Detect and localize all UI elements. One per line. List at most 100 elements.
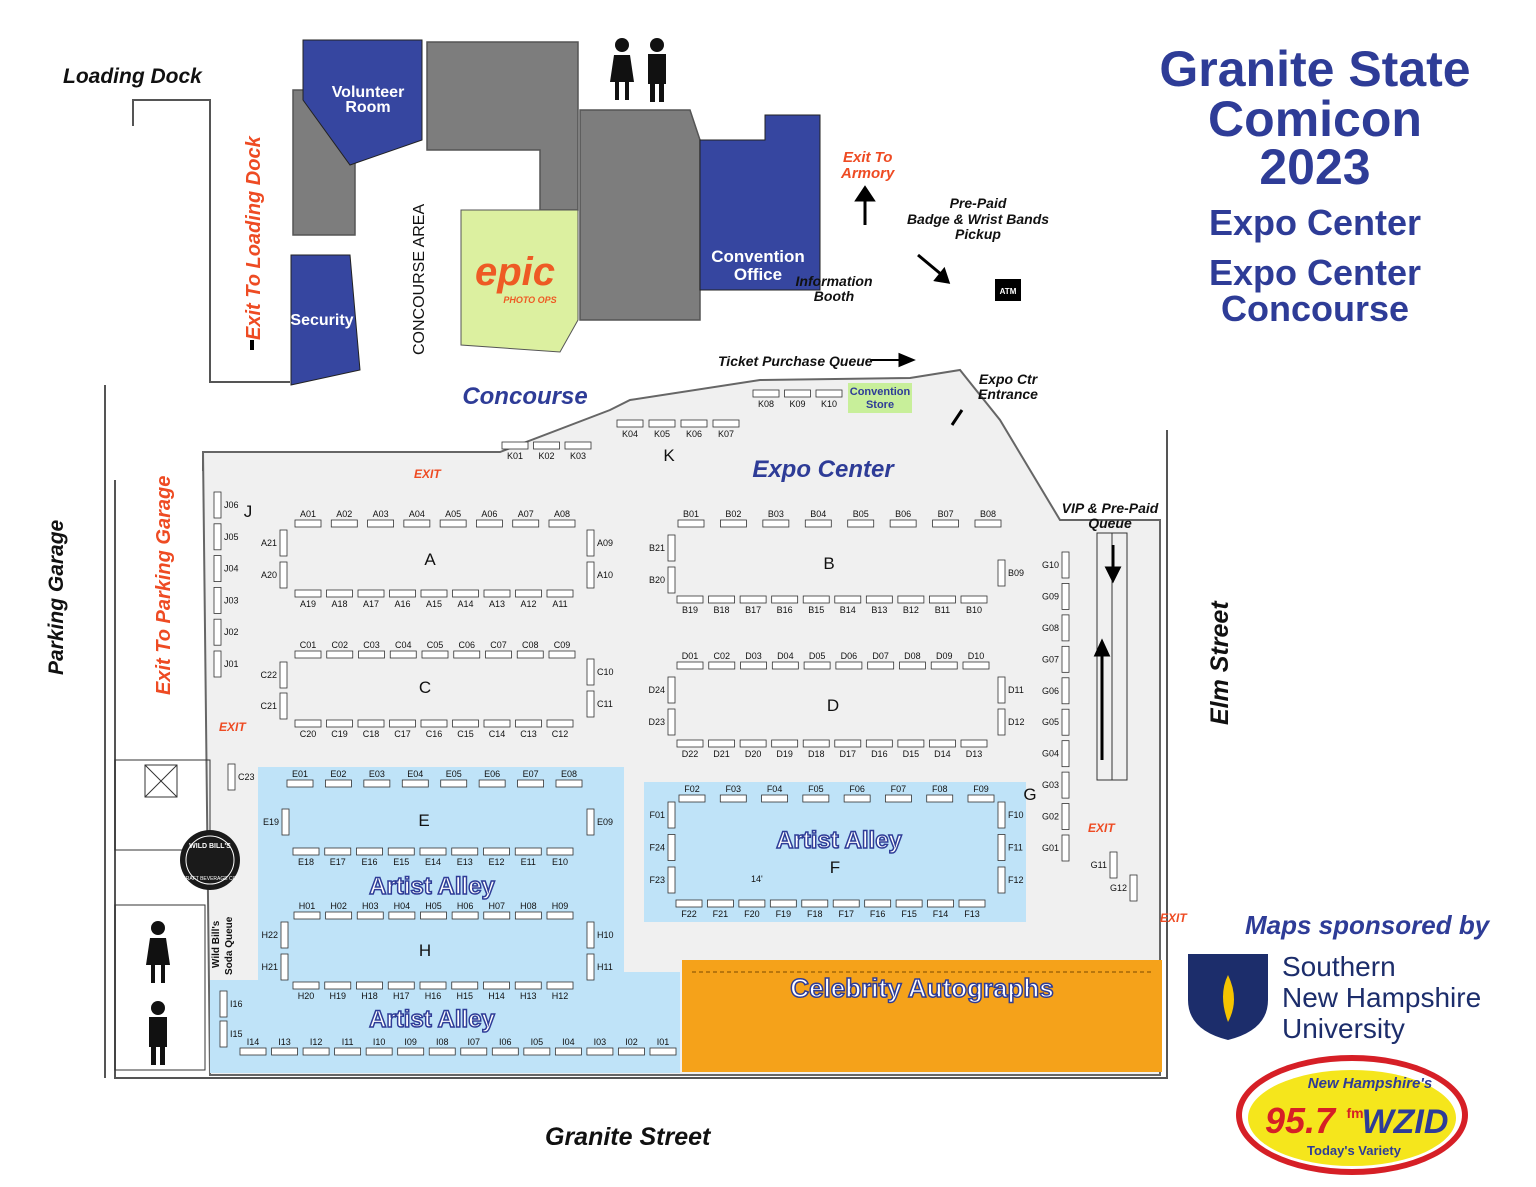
booth-b19[interactable]: B19 (676, 595, 704, 615)
booth-b07[interactable]: B07 (932, 509, 959, 528)
booth-h18[interactable]: H18 (356, 981, 383, 1001)
booth-h16[interactable]: H16 (419, 981, 447, 1001)
booth-d18[interactable]: D18 (802, 739, 830, 759)
booth-h04[interactable]: H04 (388, 901, 416, 920)
booth-e11[interactable]: E11 (514, 847, 542, 867)
booth-i15[interactable]: I15 (219, 1020, 243, 1048)
booth-b04[interactable]: B04 (804, 509, 832, 528)
booth-f11[interactable]: F11 (997, 834, 1023, 861)
booth-h11[interactable]: H11 (586, 953, 613, 981)
booth-i11[interactable]: I11 (334, 1037, 362, 1056)
exit-label-right[interactable]: EXIT (1088, 821, 1116, 835)
booth-e15[interactable]: E15 (387, 847, 415, 867)
booth-f18[interactable]: F18 (801, 899, 829, 919)
booth-d12[interactable]: D12 (997, 708, 1025, 736)
booth-d22[interactable]: D22 (676, 739, 704, 759)
booth-f15[interactable]: F15 (895, 899, 923, 919)
booth-f23[interactable]: F23 (649, 866, 676, 894)
booth-i16[interactable]: I16 (219, 990, 243, 1018)
booth-k04[interactable]: K04 (616, 419, 644, 439)
booth-e03[interactable]: E03 (363, 769, 391, 788)
booth-c12[interactable]: C12 (546, 719, 574, 739)
booth-a16[interactable]: A16 (389, 589, 416, 609)
booth-b10[interactable]: B10 (960, 595, 988, 615)
booth-j06[interactable]: J06 (213, 491, 239, 519)
booth-i04[interactable]: I04 (554, 1037, 582, 1056)
booth-b11[interactable]: B11 (929, 595, 956, 615)
booth-c01[interactable]: C01 (294, 640, 322, 659)
booth-g02[interactable]: G02 (1042, 803, 1070, 830)
booth-j01[interactable]: J01 (213, 650, 239, 678)
booth-c03[interactable]: C03 (358, 640, 385, 659)
booth-i02[interactable]: I02 (618, 1037, 645, 1056)
exit-label-corner[interactable]: EXIT (1160, 911, 1188, 925)
booth-d14[interactable]: D14 (929, 739, 956, 759)
booth-b17[interactable]: B17 (739, 595, 767, 615)
booth-d21[interactable]: D21 (708, 739, 735, 759)
booth-a21[interactable]: A21 (261, 529, 288, 557)
booth-f08[interactable]: F08 (926, 784, 954, 803)
booth-k07[interactable]: K07 (712, 419, 740, 439)
booth-g12[interactable]: G12 (1110, 874, 1138, 902)
booth-a15[interactable]: A15 (420, 589, 448, 609)
booth-a20[interactable]: A20 (261, 561, 288, 589)
booth-g11[interactable]: G11 (1091, 851, 1118, 879)
booth-d20[interactable]: D20 (739, 739, 767, 759)
booth-f03[interactable]: F03 (719, 784, 747, 803)
booth-j04[interactable]: J04 (213, 555, 239, 582)
booth-b15[interactable]: B15 (802, 595, 830, 615)
booth-g06[interactable]: G06 (1042, 677, 1070, 705)
booth-h15[interactable]: H15 (451, 981, 479, 1001)
booth-h12[interactable]: H12 (546, 981, 574, 1001)
booth-c02[interactable]: C02 (708, 651, 736, 670)
booth-c15[interactable]: C15 (452, 719, 479, 739)
booth-d23[interactable]: D23 (648, 708, 676, 736)
booth-j05[interactable]: J05 (213, 523, 239, 551)
booth-a19[interactable]: A19 (294, 589, 322, 609)
exit-label-left[interactable]: EXIT (219, 720, 247, 734)
booth-b12[interactable]: B12 (897, 595, 925, 615)
booth-h01[interactable]: H01 (293, 901, 321, 920)
booth-a09[interactable]: A09 (586, 529, 613, 557)
booth-i03[interactable]: I03 (586, 1037, 614, 1056)
booth-d05[interactable]: D05 (803, 651, 831, 670)
booth-d10[interactable]: D10 (962, 651, 990, 670)
booth-a12[interactable]: A12 (515, 589, 542, 609)
booth-e01[interactable]: E01 (286, 769, 314, 788)
booth-e08[interactable]: E08 (555, 769, 583, 788)
booth-e13[interactable]: E13 (451, 847, 479, 867)
booth-f02[interactable]: F02 (678, 784, 706, 803)
booth-d04[interactable]: D04 (771, 651, 799, 670)
booth-c19[interactable]: C19 (326, 719, 353, 739)
booth-b20[interactable]: B20 (649, 566, 676, 594)
booth-f12[interactable]: F12 (997, 866, 1024, 894)
booth-f17[interactable]: F17 (832, 899, 860, 919)
booth-b01[interactable]: B01 (677, 509, 705, 528)
booth-k03[interactable]: K03 (564, 441, 592, 461)
booth-f22[interactable]: F22 (675, 899, 703, 919)
booth-k08[interactable]: K08 (752, 389, 780, 409)
booth-e04[interactable]: E04 (401, 769, 429, 788)
booth-g01[interactable]: G01 (1042, 834, 1070, 862)
booth-h02[interactable]: H02 (325, 901, 353, 920)
booth-g07[interactable]: G07 (1042, 645, 1070, 673)
booth-b08[interactable]: B08 (974, 509, 1002, 528)
booth-b18[interactable]: B18 (708, 595, 735, 615)
booth-e14[interactable]: E14 (419, 847, 447, 867)
booth-e10[interactable]: E10 (546, 847, 574, 867)
booth-a17[interactable]: A17 (357, 589, 385, 609)
booth-f06[interactable]: F06 (843, 784, 871, 803)
booth-f01[interactable]: F01 (649, 801, 676, 829)
booth-g03[interactable]: G03 (1042, 771, 1070, 799)
booth-f04[interactable]: F04 (761, 784, 788, 803)
booth-k02[interactable]: K02 (533, 441, 560, 461)
booth-d15[interactable]: D15 (897, 739, 925, 759)
booth-b02[interactable]: B02 (720, 509, 747, 528)
booth-a01[interactable]: A01 (294, 509, 322, 528)
booth-c23[interactable]: C23 (227, 763, 255, 791)
booth-h07[interactable]: H07 (483, 901, 511, 920)
booth-c02[interactable]: C02 (326, 640, 354, 659)
booth-h10[interactable]: H10 (586, 921, 614, 949)
booth-c09[interactable]: C09 (548, 640, 576, 659)
booth-g08[interactable]: G08 (1042, 614, 1070, 642)
